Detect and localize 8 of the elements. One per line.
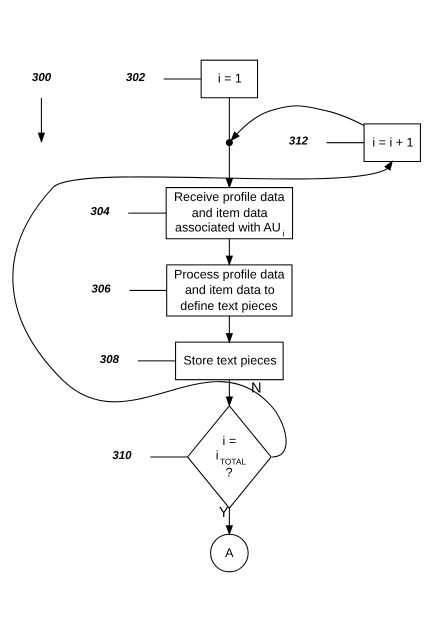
node-text: 310 [112,450,132,462]
edge-label: N [251,380,262,397]
node-text: 304 [90,206,110,218]
node-text: 302 [126,72,146,84]
node-text: 308 [100,354,120,366]
node-text: 312 [288,136,308,148]
node-text: 300 [32,72,52,84]
node-text: 306 [92,283,111,296]
